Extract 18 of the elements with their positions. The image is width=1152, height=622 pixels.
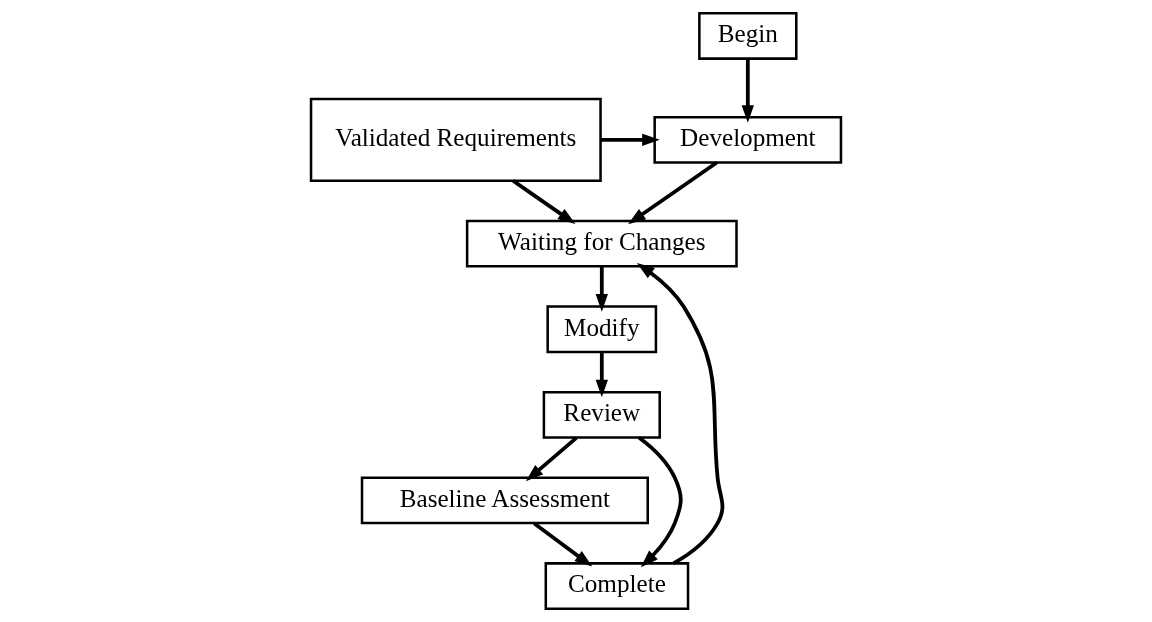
arrow	[595, 266, 608, 312]
arrow	[533, 522, 593, 567]
arrow	[525, 436, 578, 482]
arrow	[741, 58, 754, 123]
arrow	[628, 161, 718, 225]
arrow	[595, 352, 608, 398]
node-box: Modify	[546, 305, 658, 354]
node-box: Review	[542, 390, 661, 439]
arrow	[637, 436, 683, 568]
node-box: Complete	[544, 562, 690, 610]
node-box: Waiting for Changes	[465, 219, 738, 268]
arrow	[636, 263, 725, 565]
arrow	[512, 179, 576, 225]
node-box: Development	[653, 115, 843, 164]
node-box: Validated Requirements	[309, 97, 602, 182]
arrow	[600, 133, 660, 146]
node-box: Baseline Assessment	[360, 476, 649, 525]
node-box: Begin	[698, 12, 798, 60]
